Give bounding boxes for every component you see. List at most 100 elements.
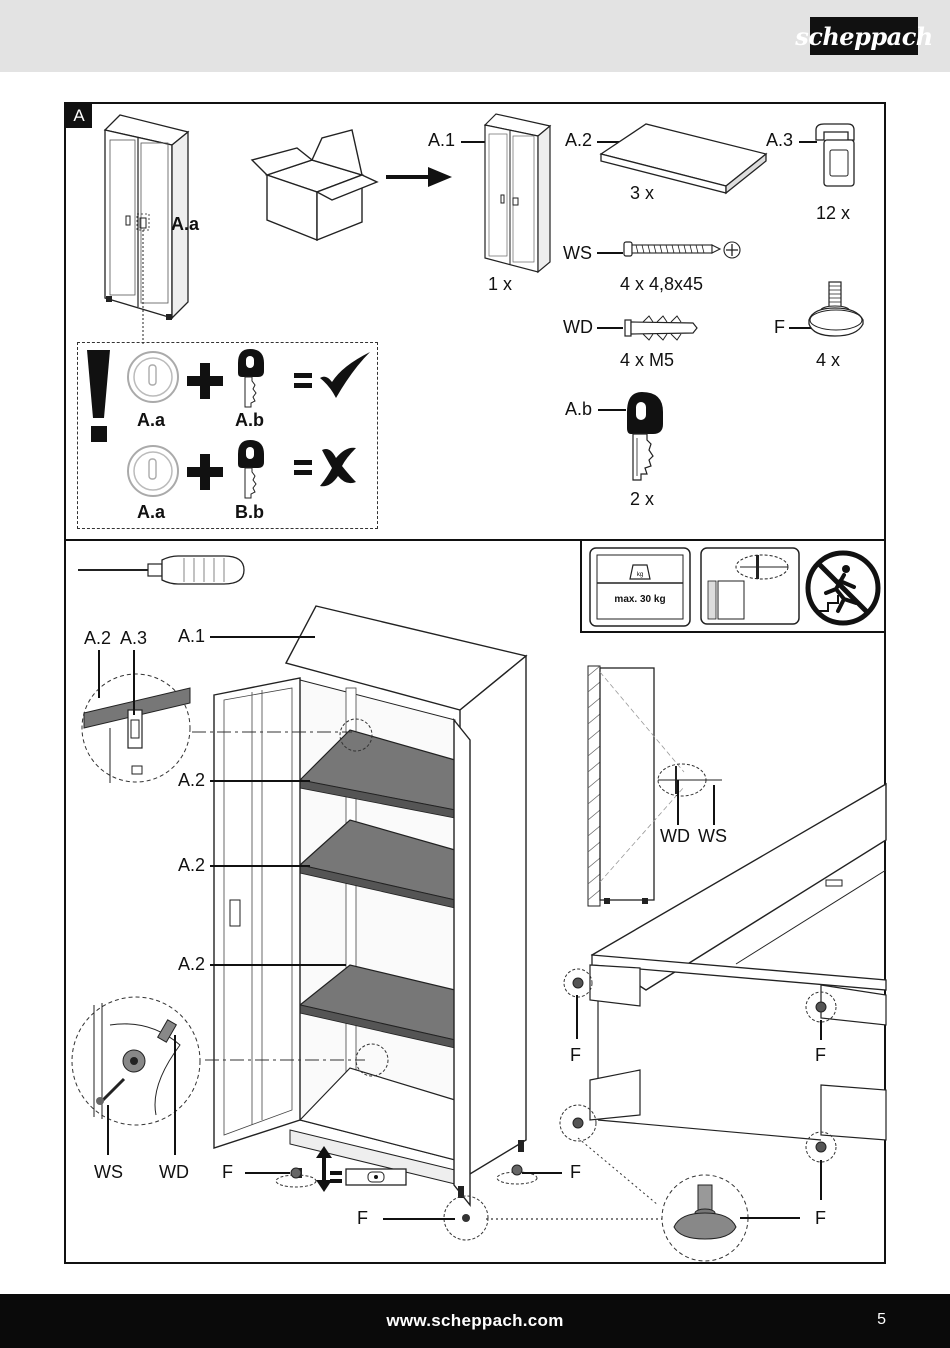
page-number: 5: [877, 1311, 886, 1328]
shelf-clip-icon: [815, 123, 855, 187]
key-icon: [238, 440, 264, 499]
wall-plug-icon: [624, 315, 698, 341]
page-header: scheppach: [0, 0, 950, 72]
leader-line: [597, 252, 623, 254]
leader-line: [597, 327, 623, 329]
asm-f-label: F: [222, 1162, 233, 1182]
dashed-connector: [192, 731, 352, 733]
page-footer: www.scheppach.com 5: [0, 1294, 950, 1348]
part-a3-qty: 12 x: [816, 203, 851, 223]
wall-mount-illustration: [587, 665, 722, 907]
leader-line: [210, 865, 310, 867]
shelf-clip-detail: [81, 673, 191, 783]
leader-line: [107, 1105, 109, 1155]
part-ws-qty: 4 x 4,8x45: [620, 274, 704, 294]
lock-a-a-label-top: A.a: [171, 214, 200, 234]
leader-line: [522, 1172, 562, 1174]
dotted-connector: [486, 1218, 686, 1220]
leader-line: [210, 964, 346, 966]
asm-f-label: F: [815, 1045, 826, 1065]
asm-f-label: F: [357, 1208, 368, 1228]
lock-cylinder-icon: [127, 445, 179, 497]
cabinet-overview-illustration: [103, 114, 190, 345]
shelf-icon: [599, 123, 768, 195]
leader-line: [789, 327, 813, 329]
arrow-right-icon: [386, 167, 452, 187]
brand-logo: scheppach: [795, 17, 933, 55]
leader-line: [461, 141, 489, 143]
screwdriver-icon: [78, 555, 245, 585]
part-a2-qty: 3 x: [630, 183, 655, 203]
checkmark-icon: [294, 352, 370, 398]
website-url: www.scheppach.com: [386, 1311, 564, 1330]
asm-a2-label: A.2: [178, 855, 206, 875]
key-a-b-label: A.b: [235, 410, 264, 430]
leader-line: [174, 1035, 176, 1155]
key-b-b-label: B.b: [235, 502, 264, 522]
asm-a2-label: A.2: [178, 770, 206, 790]
package-box-icon: [250, 129, 379, 242]
part-ws-label: WS: [563, 243, 592, 263]
leader-line: [598, 409, 626, 411]
wall-anchor-icon: [700, 547, 800, 625]
asm-ws-label: WS: [94, 1162, 123, 1182]
svg-text:kg: kg: [637, 572, 643, 578]
max-weight-label: max. 30 kg: [614, 594, 666, 605]
asm-a3-label: A.3: [120, 628, 148, 648]
part-f-qty: 4 x: [816, 350, 841, 370]
asm-wd-label: WD: [660, 826, 690, 846]
leader-line: [383, 1218, 455, 1220]
cabinet-base-illustration: [559, 782, 887, 1206]
safety-icons-box: [580, 541, 886, 633]
plus-icon: [187, 454, 223, 490]
dashed-connector: [205, 1059, 365, 1061]
leader-line: [740, 1217, 800, 1219]
part-a1-qty: 1 x: [488, 274, 513, 294]
leveling-foot-icon: [808, 281, 864, 337]
asm-a1-label: A.1: [178, 626, 206, 646]
asm-f-label: F: [815, 1208, 826, 1228]
part-ab-label: A.b: [565, 399, 593, 419]
part-a3-label: A.3: [766, 130, 794, 150]
cabinet-assembly-illustration: [213, 605, 528, 1241]
key-icon: [627, 392, 663, 481]
leveling-foot-detail: [661, 1174, 749, 1262]
leader-line: [576, 995, 578, 1039]
spirit-level-icon: [330, 1168, 407, 1186]
height-adjust-arrow-icon: [316, 1146, 332, 1192]
lock-cylinder-icon: [127, 351, 179, 403]
part-a2-label: A.2: [565, 130, 593, 150]
plus-icon: [187, 363, 223, 399]
part-f-label: F: [774, 317, 785, 337]
asm-ws-label: WS: [698, 826, 727, 846]
leader-line: [210, 780, 310, 782]
section-divider: [64, 539, 886, 541]
foot-adjust-icon: [496, 1164, 538, 1185]
leader-line: [677, 780, 679, 825]
leader-line: [820, 1020, 822, 1040]
leader-line: [820, 1160, 822, 1200]
asm-f-label: F: [570, 1045, 581, 1065]
part-wd-label: WD: [563, 317, 593, 337]
part-ab-qty: 2 x: [630, 489, 655, 509]
instruction-frame: [64, 102, 886, 1264]
no-climbing-icon: [805, 550, 881, 626]
lock-a-a-label: A.a: [137, 502, 166, 522]
lock-a-a-label: A.a: [137, 410, 166, 430]
leader-line: [133, 650, 135, 715]
asm-a2-label: A.2: [178, 954, 206, 974]
leader-line: [245, 1172, 290, 1174]
exclamation-icon: [87, 350, 110, 442]
leader-line: [713, 785, 715, 825]
key-matching-warning: [77, 342, 378, 529]
part-a1-label: A.1: [428, 130, 456, 150]
wall-fixing-detail: [71, 996, 201, 1126]
asm-a2-label: A.2: [84, 628, 112, 648]
shelf-load-icon: kg: [589, 547, 691, 627]
key-icon: [238, 349, 264, 408]
leader-line: [210, 636, 315, 638]
leader-line: [597, 141, 629, 143]
screw-icon: [623, 241, 741, 259]
leader-line: [98, 650, 100, 698]
part-wd-qty: 4 x M5: [620, 350, 675, 370]
